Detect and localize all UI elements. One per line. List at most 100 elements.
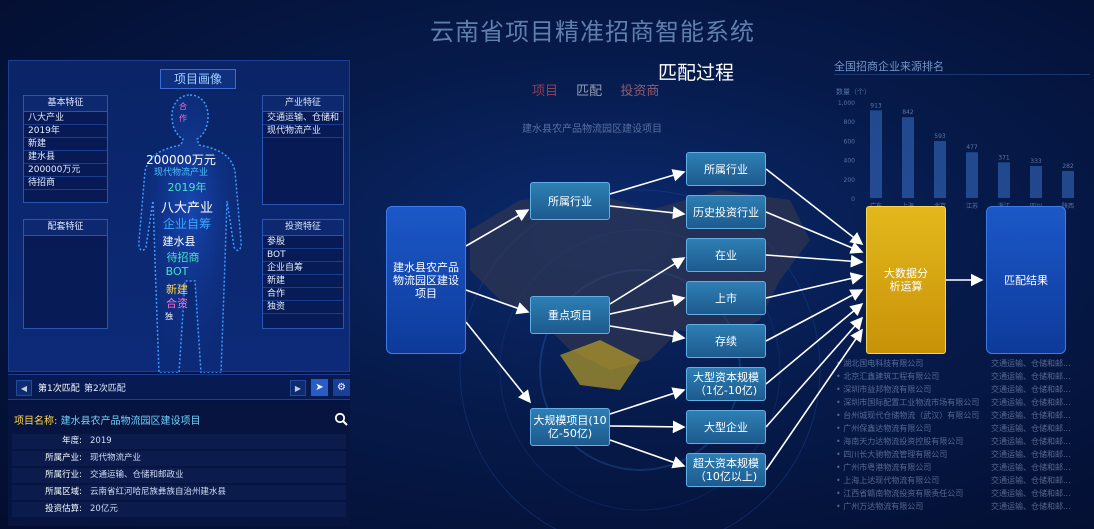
invest-feature-item: 新建	[263, 275, 343, 288]
flow-level2-node-8[interactable]: 超大资本规模（10亿以上)	[686, 453, 766, 487]
arrow-l1-to-l2	[609, 169, 686, 195]
tag-word: 现代物流产业	[153, 168, 208, 178]
tag-word: 独	[165, 312, 173, 321]
chart-data-label: 371	[998, 154, 1010, 161]
enterprise-industry: 交通运输、仓储和邮...	[991, 476, 1071, 485]
chart-bar	[998, 162, 1010, 198]
flow-level2-node-3[interactable]: 在业	[686, 238, 766, 272]
chart-bar	[902, 117, 914, 198]
chevron-left-icon[interactable]: ◀	[16, 380, 32, 396]
gear-icon[interactable]: ⚙	[333, 379, 350, 396]
bg-tab-investor[interactable]: 投资商	[620, 84, 660, 99]
arrow-l2-to-analysis	[765, 316, 864, 428]
arrow-l2-to-analysis	[765, 289, 864, 342]
list-item: • 四川长大驰物流管理有限公司交通运输、仓储和邮...	[836, 448, 1092, 461]
support-features-title: 配套特征	[24, 220, 107, 236]
list-item: • 江西省赣南物流投资有限责任公司交通运输、仓储和邮...	[836, 487, 1092, 500]
tag-word: 建水县	[162, 235, 196, 248]
invest-feature-item: 参股	[263, 236, 343, 249]
flow-level2-label-3: 在业	[715, 248, 737, 262]
flow-level1-node-3[interactable]: 大规模项目(10亿-50亿)	[530, 408, 610, 446]
arrow-l1-to-l2	[609, 439, 686, 469]
invest-feature-item: 独资	[263, 301, 343, 314]
list-item: • 台州城现代仓储物流（武汉）有限公司交通运输、仓储和邮...	[836, 409, 1092, 422]
flow-level2-node-1[interactable]: 所属行业	[686, 152, 766, 186]
flow-level2-node-2[interactable]: 历史投资行业	[686, 195, 766, 229]
process-title: 匹配过程	[658, 62, 735, 84]
flow-level2-label-7: 大型企业	[704, 420, 748, 434]
arrow-l2-to-analysis	[765, 168, 864, 245]
detail-row: 所属行业: 交通运输、仓储和邮政业	[12, 468, 346, 483]
tab-match-2[interactable]: 第2次匹配	[84, 384, 126, 394]
flow-level1-node-2[interactable]: 重点项目	[530, 296, 610, 334]
enterprise-name: • 深圳市国际配置工业物流市场有限公司	[836, 398, 980, 407]
enterprise-name: • 湖北国电科技有限公司	[836, 359, 924, 368]
support-features-box: 配套特征	[23, 219, 108, 329]
enterprise-name: • 四川长大驰物流管理有限公司	[836, 450, 948, 459]
flow-result-node[interactable]: 匹配结果	[986, 206, 1066, 354]
flow-level2-node-6[interactable]: 大型资本规模（1亿-10亿)	[686, 367, 766, 401]
enterprise-industry: 交通运输、仓储和邮...	[991, 385, 1071, 394]
flow-level2-label-2: 历史投资行业	[693, 205, 759, 219]
detail-value: 现代物流产业	[90, 453, 142, 463]
bg-tab-project[interactable]: 项目	[532, 84, 559, 99]
search-icon[interactable]	[334, 412, 348, 426]
enterprise-name: • 北京汇鑫建筑工程有限公司	[836, 372, 940, 381]
enterprise-industry: 交通运输、仓储和邮...	[991, 424, 1071, 433]
send-icon[interactable]: ➤	[311, 379, 328, 396]
detail-key: 所属区域:	[45, 487, 82, 497]
tab-match-1[interactable]: 第1次匹配	[38, 384, 80, 394]
flow-source-label: 建水县农产品物流园区建设项目	[393, 260, 459, 300]
flow-level2-label-4: 上市	[715, 291, 737, 305]
industry-features-box: 产业特征 交通运输、仓储和现代物流产业	[262, 95, 344, 205]
list-item: • 广州市粤港物流有限公司交通运输、仓储和邮...	[836, 461, 1092, 474]
detail-key: 年度:	[62, 436, 82, 446]
background-tabs: 项目 匹配 投资商	[532, 80, 673, 99]
detail-value: 交通运输、仓储和邮政业	[90, 470, 184, 480]
system-title: 云南省项目精准招商智能系统	[430, 18, 755, 46]
arrow-l1-to-l2	[609, 257, 686, 305]
flow-analysis-node[interactable]: 大数据分析运算	[866, 206, 946, 354]
flow-level1-label-1: 所属行业	[548, 194, 592, 208]
list-item: • 上海上达现代物流有限公司交通运输、仓储和邮...	[836, 474, 1092, 487]
arrow-l2-to-analysis	[765, 328, 863, 471]
enterprise-name: • 广州市粤港物流有限公司	[836, 463, 932, 472]
flow-level2-node-5[interactable]: 存续	[686, 324, 766, 358]
flow-level2-node-4[interactable]: 上市	[686, 281, 766, 315]
invest-feature-item: BOT	[263, 249, 343, 262]
arrow-l1-to-l2	[609, 325, 686, 343]
list-item: • 广州万达物流有限公司交通运输、仓储和邮...	[836, 500, 1092, 513]
tag-word: 合资	[166, 297, 188, 310]
arrow-source-to-l1	[465, 209, 530, 247]
basic-feature-item: 新建	[24, 138, 107, 151]
list-item: • 深圳市国际配置工业物流市场有限公司交通运输、仓储和邮...	[836, 396, 1092, 409]
list-item: • 广州保鑫达物流有限公司交通运输、仓储和邮...	[836, 422, 1092, 435]
flow-level2-node-7[interactable]: 大型企业	[686, 410, 766, 444]
bg-tab-match[interactable]: 匹配	[576, 84, 603, 99]
chart-bar	[1030, 166, 1042, 198]
tag-word: 待招商	[166, 251, 200, 264]
flow-level1-node-1[interactable]: 所属行业	[530, 182, 610, 220]
arrow-l2-to-analysis	[765, 211, 864, 254]
project-name: 项目名称: 建水县农产品物流园区建设项目	[14, 412, 201, 427]
flow-result-label: 匹配结果	[1004, 273, 1048, 287]
enterprise-list: • 湖北国电科技有限公司交通运输、仓储和邮... • 北京汇鑫建筑工程有限公司交通…	[836, 357, 1092, 513]
enterprise-industry: 交通运输、仓储和邮...	[991, 437, 1071, 446]
tag-word: 200000万元	[146, 153, 216, 167]
enterprise-name: • 江西省赣南物流投资有限责任公司	[836, 489, 964, 498]
tag-word: 企业自筹	[162, 217, 211, 231]
enterprise-name: • 深圳市益邦物流有限公司	[836, 385, 932, 394]
ranking-title: 全国招商企业来源排名	[834, 60, 944, 73]
detail-key: 所属行业:	[45, 470, 82, 480]
detail-value: 20亿元	[90, 504, 118, 514]
detail-row: 年度:2019	[12, 434, 346, 449]
basic-feature-item: 八大产业	[24, 112, 107, 125]
chart-ytick: 0	[851, 196, 855, 203]
flow-source-node[interactable]: 建水县农产品物流园区建设项目	[386, 206, 466, 354]
chevron-right-icon[interactable]: ▶	[290, 380, 306, 396]
list-item: • 海南天力达物流投资控股有限公司交通运输、仓储和邮...	[836, 435, 1092, 448]
chart-ytick: 800	[844, 119, 856, 126]
